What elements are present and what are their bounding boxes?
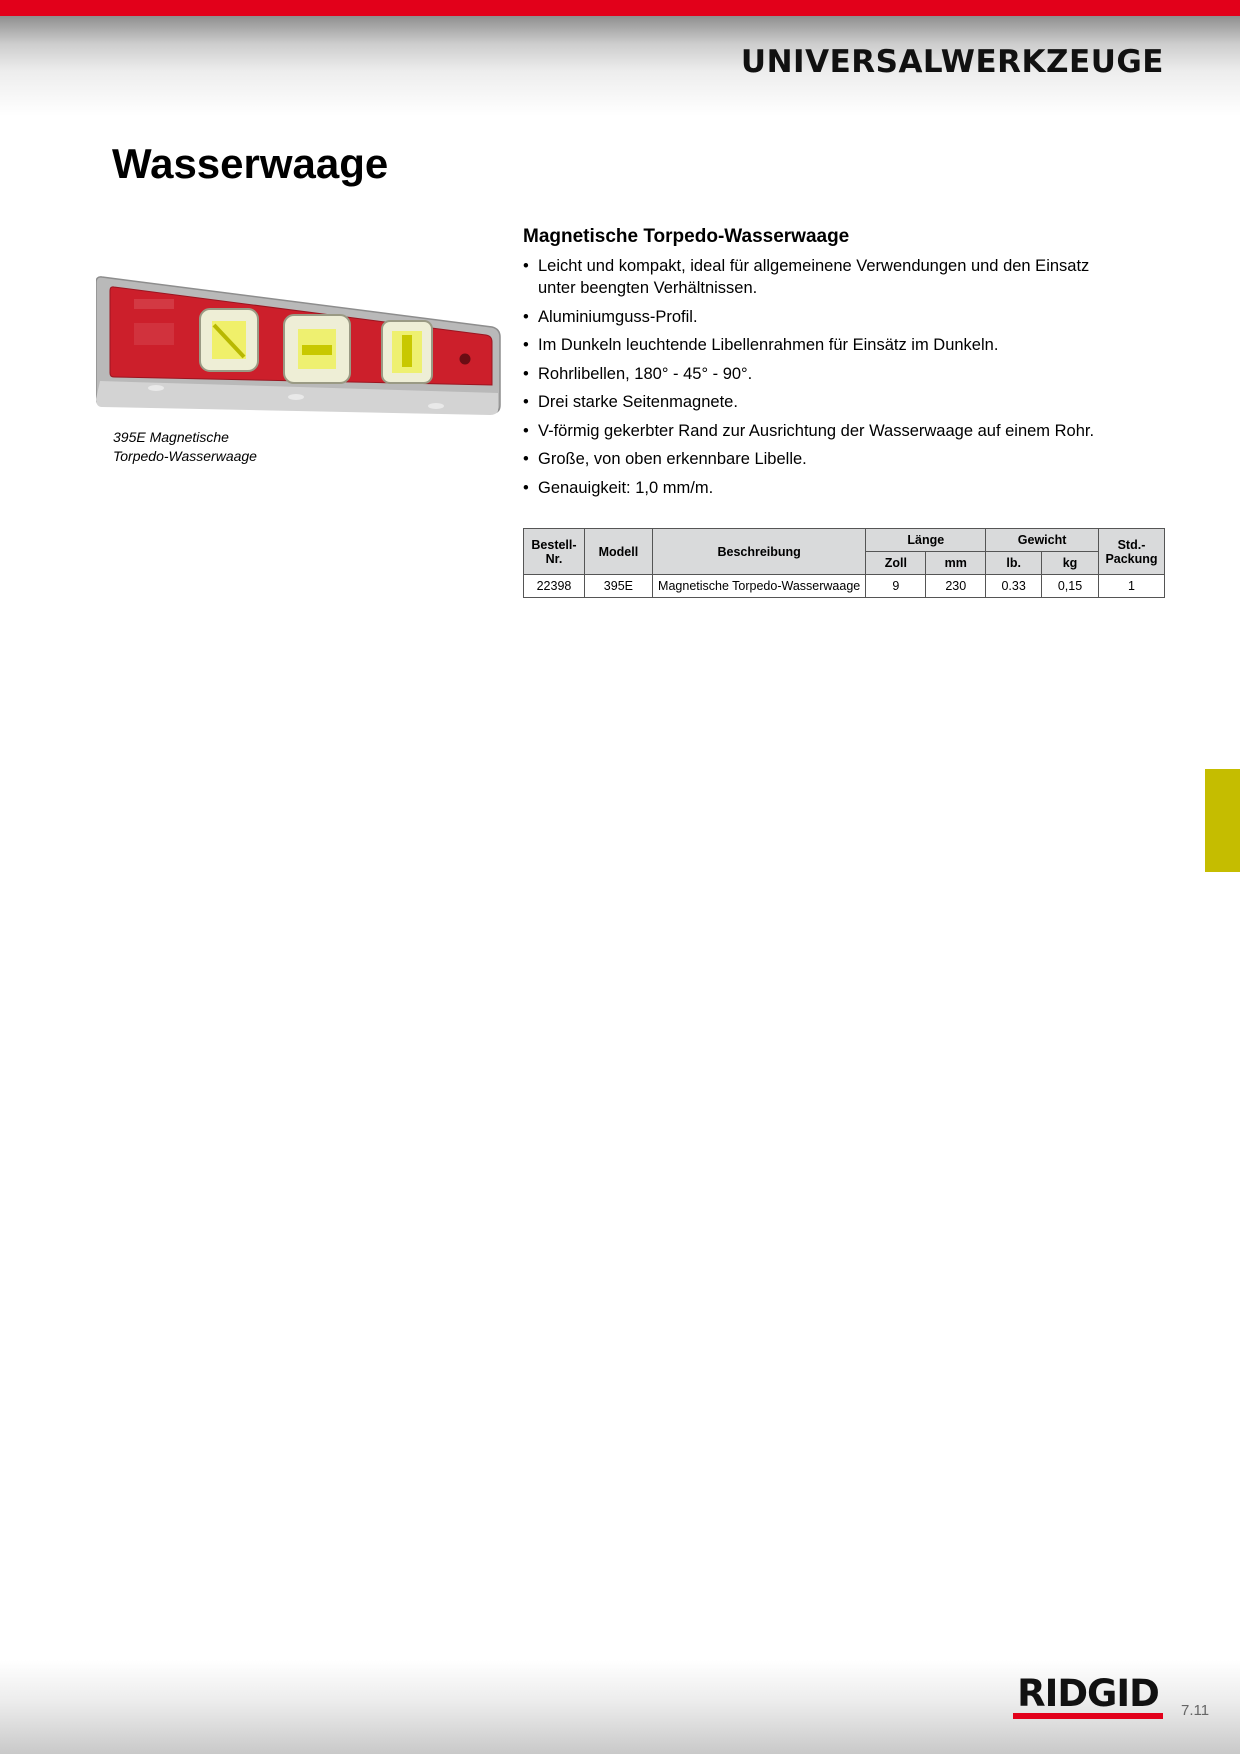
caption-line-2: Torpedo-Wasserwaage	[113, 448, 257, 464]
ridgid-logo: RIDGID	[1012, 1675, 1164, 1721]
header-gradient	[0, 16, 1240, 116]
feature-list: Leicht und kompakt, ideal für allgemeine…	[523, 255, 1123, 505]
product-image	[95, 265, 506, 435]
header-gewicht: Gewicht	[985, 528, 1099, 552]
cell-lb: 0.33	[985, 574, 1043, 598]
logo-wordmark: RIDGID	[1017, 1672, 1160, 1715]
feature-item: Im Dunkeln leuchtende Libellenrahmen für…	[523, 334, 1123, 356]
header-laenge: Länge	[865, 528, 987, 552]
vial-45	[199, 308, 259, 372]
header-beschreibung: Beschreibung	[651, 528, 867, 575]
section-title: UNIVERSALWERKZEUGE	[740, 44, 1164, 80]
feature-item: Genauigkeit: 1,0 mm/m.	[523, 477, 1123, 499]
header-bestell-line1: Bestell-	[531, 537, 577, 552]
cell-bestell-nr: 22398	[523, 574, 585, 598]
header-lb: lb.	[985, 551, 1043, 575]
header-std-line1: Std.-	[1117, 537, 1146, 552]
vial-180	[283, 314, 351, 384]
cell-packung: 1	[1097, 574, 1166, 598]
image-caption: 395E Magnetische Torpedo-Wasserwaage	[113, 428, 257, 466]
footer-gradient	[0, 1660, 1240, 1754]
header-modell: Modell	[583, 528, 653, 575]
product-heading: Magnetische Torpedo-Wasserwaage	[523, 226, 850, 247]
order-table: Bestell- Nr. Modell Beschreibung Länge G…	[523, 528, 1166, 598]
header-bestell-line2: Nr.	[545, 551, 563, 566]
feature-item: Leicht und kompakt, ideal für allgemeine…	[523, 255, 1123, 299]
cell-zoll: 9	[865, 574, 927, 598]
cell-kg: 0,15	[1041, 574, 1099, 598]
feature-item: Aluminiumguss-Profil.	[523, 306, 1123, 328]
logo-underline	[1013, 1713, 1163, 1719]
feature-item: Große, von oben erkennbare Libelle.	[523, 448, 1123, 470]
header-std-packung: Std.- Packung	[1097, 528, 1166, 575]
feature-item: Rohrlibellen, 180° - 45° - 90°.	[523, 363, 1123, 385]
top-red-band	[0, 0, 1240, 16]
cell-mm: 230	[925, 574, 987, 598]
header-kg: kg	[1041, 551, 1099, 575]
vial-90	[381, 320, 433, 384]
header-zoll: Zoll	[865, 551, 927, 575]
cell-beschreibung: Magnetische Torpedo-Wasserwaage	[651, 574, 867, 598]
feature-item: V-förmig gekerbter Rand zur Ausrichtung …	[523, 420, 1123, 442]
header-std-line2: Packung	[1105, 551, 1158, 566]
caption-line-1: 395E Magnetische	[113, 429, 229, 445]
cell-modell: 395E	[583, 574, 653, 598]
torpedo-level-illustration	[95, 276, 501, 415]
table-row: 22398 395E Magnetische Torpedo-Wasserwaa…	[523, 574, 1166, 598]
chapter-tab	[1205, 769, 1240, 872]
feature-item: Drei starke Seitenmagnete.	[523, 391, 1123, 413]
page-number: 7.11	[1181, 1702, 1210, 1719]
page-title: Wasserwaage	[112, 140, 389, 187]
header-bestell-nr: Bestell- Nr.	[523, 528, 585, 575]
header-mm: mm	[925, 551, 987, 575]
